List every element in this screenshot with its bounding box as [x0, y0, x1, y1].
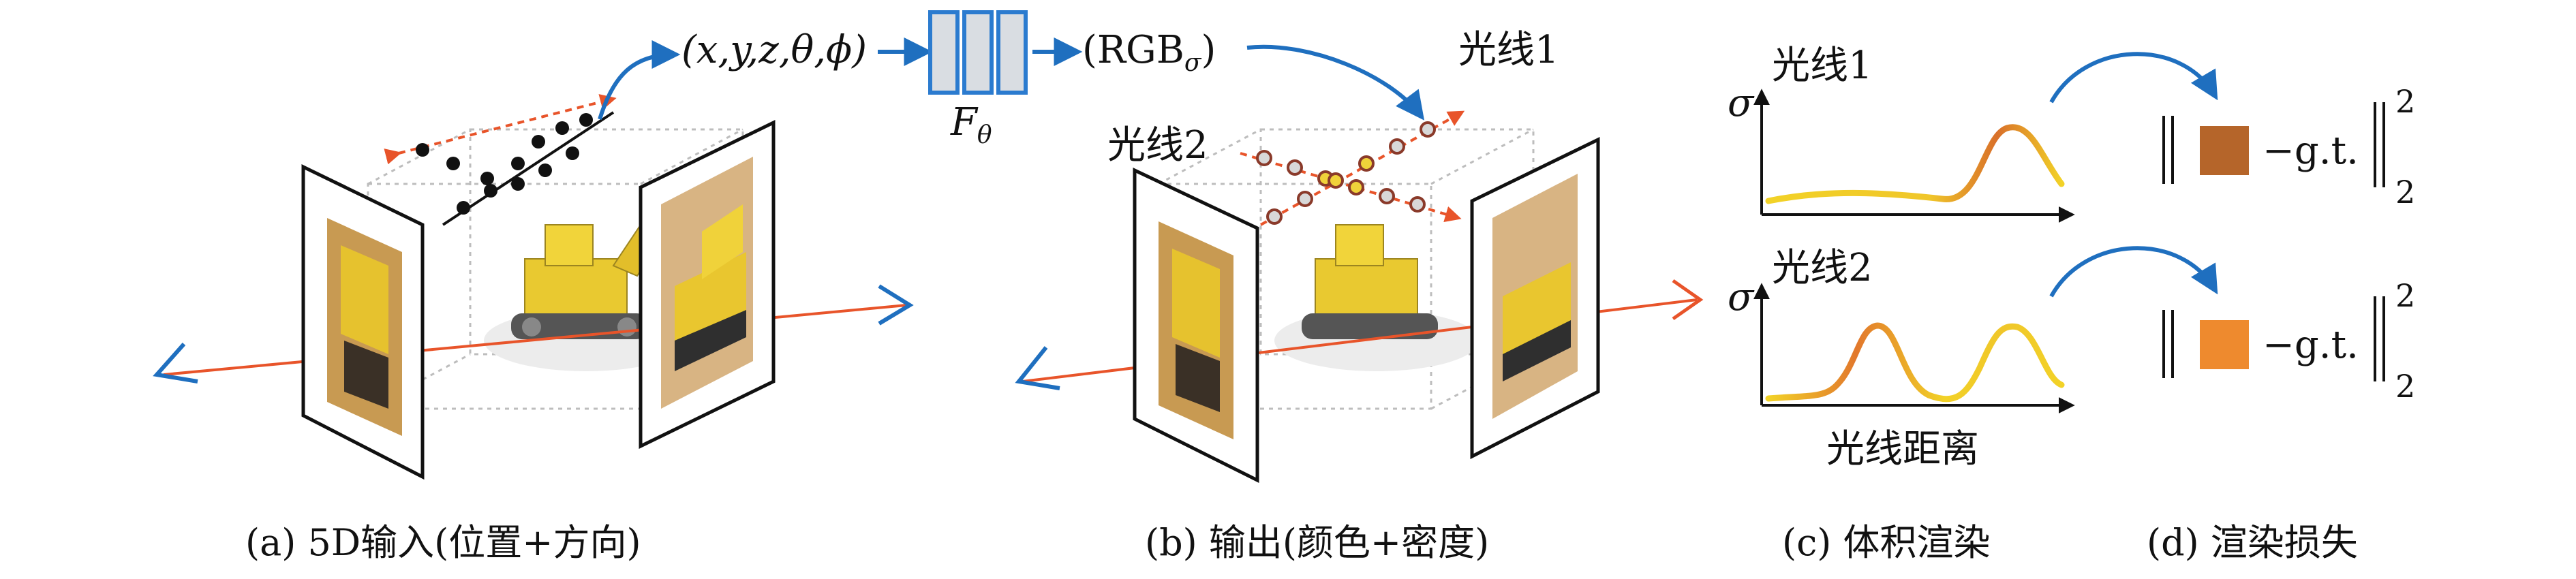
camera-marker-left-b [1015, 346, 1060, 390]
excavator-model-a [484, 203, 688, 371]
panel-c: 光线1 σ 光线2 σ 光线距离 [1728, 44, 2075, 471]
sigma-label-1: σ [1728, 81, 1755, 125]
gt-label-2: −g.t. [2263, 323, 2359, 367]
caption-c: (c) 体积渲染 [1782, 521, 1991, 564]
network-label: Fθ [950, 100, 992, 149]
image-plane-right-a [639, 120, 776, 449]
output-subscript: σ [1184, 49, 1202, 77]
network-block [928, 10, 1028, 95]
caption-b: (b) 输出(颜色+密度) [1145, 521, 1489, 564]
loss-term-1: −g.t. 2 2 [2162, 83, 2415, 210]
output-label: (RGBσ) [1082, 28, 1216, 77]
arrow-to-ray1-b [1246, 44, 1425, 121]
norm-sup-1: 2 [2395, 83, 2415, 120]
caption-a: (a) 5D输入(位置+方向) [245, 521, 641, 564]
ray2-label-b: 光线2 [1107, 123, 1208, 168]
image-plane-left-b [1133, 168, 1259, 484]
arrow-to-swatch-1 [2049, 52, 2218, 104]
density-curve-1 [1765, 124, 2065, 204]
panel-b: 光线1 光线2 [1015, 28, 1704, 484]
density-curve-2 [1765, 322, 2065, 403]
norm-sub-2: 2 [2395, 368, 2415, 405]
sample-points-a [416, 113, 593, 215]
panel-d: −g.t. 2 2 −g.t. 2 2 [2049, 52, 2415, 405]
image-plane-left-a [301, 164, 425, 480]
camera-marker-left-a [153, 343, 198, 384]
sigma-label-2: σ [1728, 275, 1755, 319]
panel-a [153, 40, 914, 480]
norm-sub-1: 2 [2395, 174, 2415, 210]
loss-term-2: −g.t. 2 2 [2162, 277, 2415, 405]
arrow-to-swatch-2 [2049, 246, 2218, 298]
camera-marker-right-a [878, 284, 914, 326]
gt-label-1: −g.t. [2263, 129, 2359, 173]
norm-sup-2: 2 [2395, 277, 2415, 314]
color-swatch-1 [2200, 126, 2249, 175]
input-coords-label: (x,y,z,θ,ϕ) [681, 28, 867, 72]
camera-marker-right-b [1672, 279, 1704, 321]
arrow-to-input-a [598, 40, 681, 120]
image-plane-right-b [1470, 137, 1600, 460]
excavator-model-b [1274, 224, 1479, 371]
ray1-label-b: 光线1 [1458, 28, 1559, 72]
ray2-label-c: 光线2 [1772, 246, 1873, 290]
ray-distance-label: 光线距离 [1826, 427, 1979, 471]
network-subscript: θ [977, 121, 992, 149]
sample-ray-a [384, 94, 617, 165]
sample-ray-2-a [442, 111, 615, 226]
caption-d: (d) 渲染损失 [2147, 521, 2358, 564]
ray1-label-c: 光线1 [1772, 44, 1873, 88]
color-swatch-2 [2200, 320, 2249, 369]
camera-ray-a [163, 304, 907, 376]
sample-points-b [1256, 121, 1436, 225]
